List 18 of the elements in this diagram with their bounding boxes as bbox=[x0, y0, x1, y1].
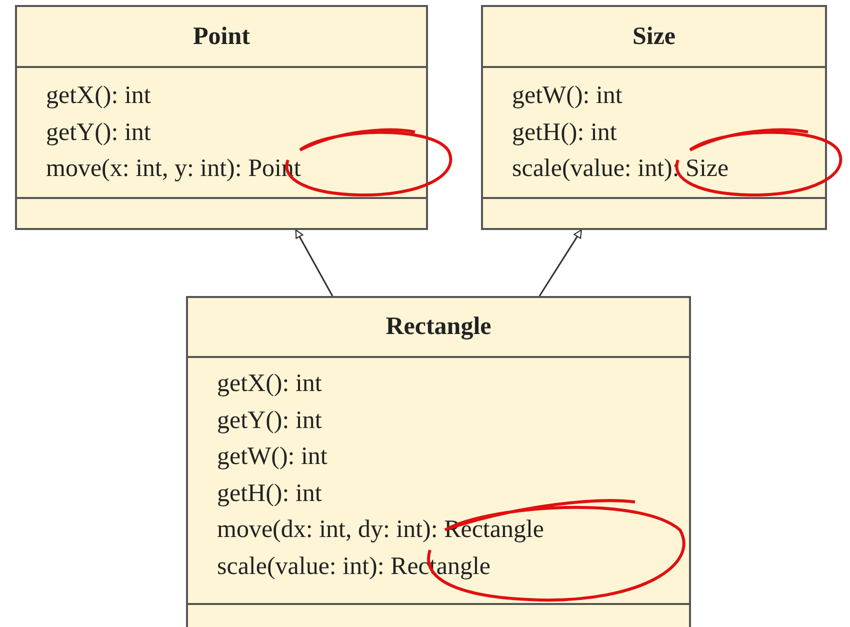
method-text: getH(): int bbox=[512, 118, 617, 148]
method-text: getX(): int bbox=[217, 369, 322, 399]
method-text: getW(): int bbox=[512, 81, 622, 111]
class-box bbox=[186, 296, 691, 627]
class-box bbox=[481, 5, 827, 230]
inheritance-arrow bbox=[295, 229, 334, 296]
method-text: getY(): int bbox=[46, 118, 151, 148]
class-box bbox=[15, 5, 428, 230]
method-text: getW(): int bbox=[217, 442, 328, 472]
inheritance-arrow bbox=[538, 229, 582, 296]
method-text: getY(): int bbox=[217, 406, 322, 436]
method-text: move(dx: int, dy: int): Rectangle bbox=[217, 515, 544, 545]
method-text: scale(value: int): Size bbox=[512, 154, 729, 184]
class-name: Point bbox=[17, 7, 426, 68]
method-text: getH(): int bbox=[217, 478, 322, 508]
class-name: Rectangle bbox=[188, 298, 689, 358]
class-name: Size bbox=[483, 7, 825, 68]
method-text: getX(): int bbox=[46, 81, 151, 111]
